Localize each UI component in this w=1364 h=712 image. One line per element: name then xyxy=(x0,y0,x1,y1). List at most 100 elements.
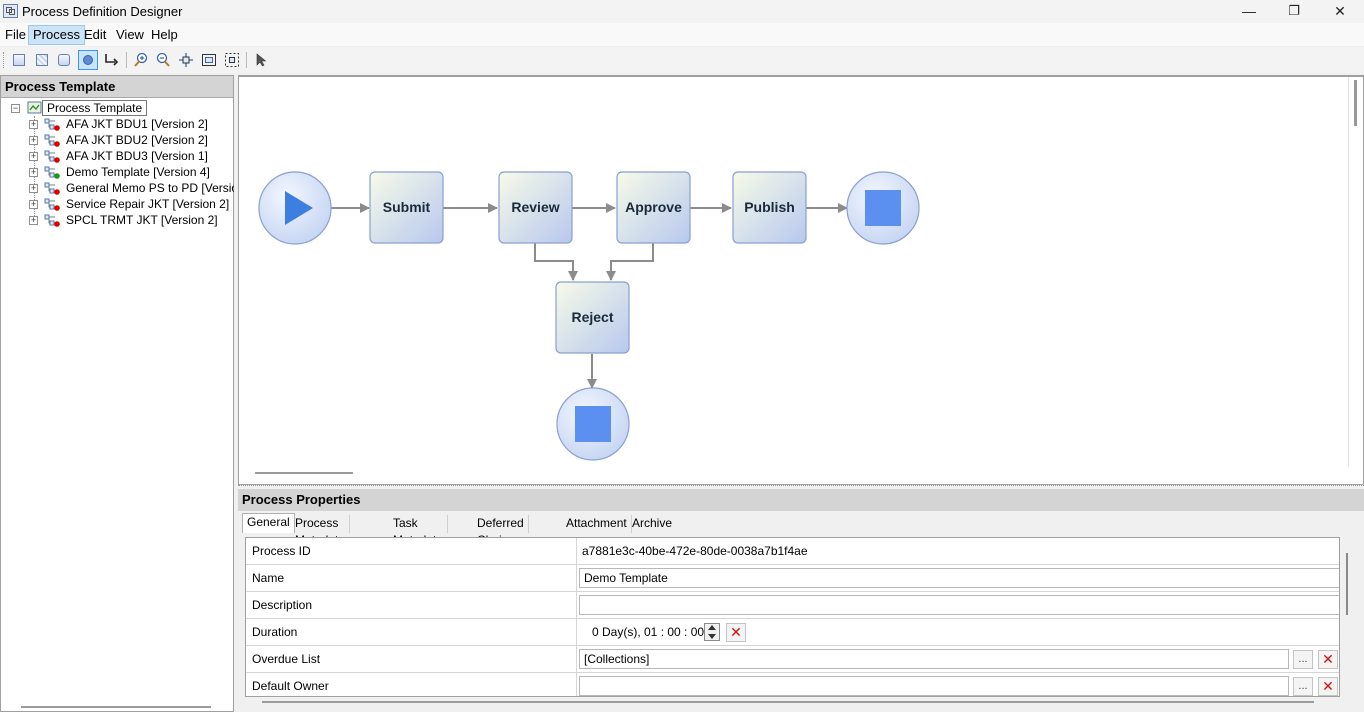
approve-label: Approve xyxy=(625,199,682,215)
description-field[interactable] xyxy=(579,595,1339,615)
tab-general[interactable]: General xyxy=(242,513,295,533)
pointer-icon[interactable] xyxy=(251,50,271,70)
vertical-scrollbar-track xyxy=(1348,77,1349,467)
toolbar-grip xyxy=(3,52,6,68)
property-label: Duration xyxy=(246,619,577,646)
properties-grid: Process ID a7881e3c-40be-472e-80de-0038a… xyxy=(245,537,1340,697)
maximize-button[interactable]: ❐ xyxy=(1288,3,1300,18)
review-label: Review xyxy=(511,199,559,215)
process-id-value: a7881e3c-40be-472e-80de-0038a7b1f4ae xyxy=(582,544,808,558)
name-field[interactable]: Demo Template xyxy=(579,568,1339,588)
tree-item[interactable]: + AFA JKT BDU3 [Version 1] xyxy=(7,148,233,164)
tree-item[interactable]: + SPCL TRMT JKT [Version 2] xyxy=(7,212,233,228)
approve-task[interactable]: Approve xyxy=(616,171,691,244)
vertical-scrollbar[interactable] xyxy=(1346,553,1348,615)
browse-overdue-button[interactable]: ... xyxy=(1293,650,1313,669)
clear-owner-button[interactable]: ✕ xyxy=(1318,677,1338,696)
overdue-list-field[interactable]: [Collections] xyxy=(579,649,1289,669)
zoom-out-icon[interactable] xyxy=(153,50,173,70)
tab-attachment[interactable]: Attachment xyxy=(562,515,632,533)
task-shape-icon[interactable] xyxy=(9,50,29,70)
rounded-shape-icon[interactable] xyxy=(54,50,74,70)
property-row: Process ID a7881e3c-40be-472e-80de-0038a… xyxy=(246,538,1339,565)
clear-icon: ✕ xyxy=(1322,651,1334,667)
tab-task-metadata[interactable]: Task Metadata xyxy=(389,515,449,547)
publish-task[interactable]: Publish xyxy=(732,171,807,244)
duration-spinner[interactable] xyxy=(704,623,720,641)
submit-task[interactable]: Submit xyxy=(369,171,444,244)
tab-process-metadata[interactable]: Process Metadata xyxy=(291,515,351,547)
property-label: Overdue List xyxy=(246,646,577,673)
property-row: Description xyxy=(246,592,1339,619)
flow-arrow xyxy=(534,243,578,281)
submit-label: Submit xyxy=(383,199,431,215)
reject-task[interactable]: Reject xyxy=(555,281,630,354)
fit-to-page-icon[interactable] xyxy=(199,50,219,70)
tree-item[interactable]: + AFA JKT BDU2 [Version 2] xyxy=(7,132,233,148)
tab-deferred-choice[interactable]: Deferred Choice xyxy=(473,515,529,547)
process-red-icon xyxy=(44,117,60,131)
clear-icon: ✕ xyxy=(1322,678,1334,694)
event-shape-icon[interactable] xyxy=(78,50,98,70)
publish-label: Publish xyxy=(744,199,795,215)
process-diagram: Submit Review Approve Publish Reject xyxy=(258,171,920,461)
expand-icon[interactable]: + xyxy=(29,215,38,225)
property-label: Description xyxy=(246,592,577,619)
vertical-scrollbar[interactable] xyxy=(1354,80,1357,126)
horizontal-scrollbar[interactable] xyxy=(21,706,211,708)
process-properties-panel: Process Properties General Process Metad… xyxy=(238,489,1364,712)
toolbar-separator xyxy=(246,52,247,68)
clear-icon: ✕ xyxy=(730,624,742,640)
clear-duration-button[interactable]: ✕ xyxy=(726,623,746,642)
reject-end-event[interactable] xyxy=(556,387,630,461)
zoom-in-icon[interactable] xyxy=(131,50,151,70)
expand-icon[interactable]: + xyxy=(29,199,38,209)
select-area-icon[interactable] xyxy=(222,50,242,70)
clear-overdue-button[interactable]: ✕ xyxy=(1318,650,1338,669)
horizontal-scrollbar[interactable] xyxy=(255,472,353,474)
expand-icon[interactable]: + xyxy=(29,151,38,161)
expand-icon[interactable]: + xyxy=(29,119,38,129)
expand-icon[interactable]: + xyxy=(29,183,38,193)
tree-item-label: AFA JKT BDU1 [Version 2] xyxy=(66,117,208,131)
horizontal-scrollbar[interactable] xyxy=(262,701,1314,703)
tree-item[interactable]: + Service Repair JKT [Version 2] xyxy=(7,196,233,212)
process-red-icon xyxy=(44,213,60,227)
tab-archive[interactable]: Archive xyxy=(632,516,673,530)
pan-icon[interactable] xyxy=(176,50,196,70)
duration-field[interactable]: 0 Day(s), 01 : 00 : 00 xyxy=(592,625,705,639)
vertical-splitter[interactable] xyxy=(234,75,238,712)
tree-item[interactable]: + AFA JKT BDU1 [Version 2] xyxy=(7,116,233,132)
tree-item-label: Demo Template [Version 4] xyxy=(66,165,210,179)
tree-item-label: SPCL TRMT JKT [Version 2] xyxy=(66,213,218,227)
minimize-button[interactable]: — xyxy=(1242,3,1256,19)
menu-process[interactable]: Process xyxy=(28,25,85,45)
end-event[interactable] xyxy=(846,171,920,245)
menu-edit[interactable]: Edit xyxy=(84,27,107,42)
start-event[interactable] xyxy=(258,171,332,245)
expand-icon[interactable]: + xyxy=(29,167,38,177)
default-owner-field[interactable] xyxy=(579,676,1289,696)
menu-view[interactable]: View xyxy=(116,27,144,42)
subprocess-shape-icon[interactable] xyxy=(32,50,52,70)
tree-item[interactable]: + General Memo PS to PD [Version 2 xyxy=(7,180,255,196)
tree-root[interactable]: − Process Template xyxy=(7,100,233,116)
diagram-canvas[interactable]: Submit Review Approve Publish Reject xyxy=(238,75,1364,485)
tree-item[interactable]: + Demo Template [Version 4] xyxy=(7,164,233,180)
tree-item-label: AFA JKT BDU2 [Version 2] xyxy=(66,133,208,147)
process-red-icon xyxy=(44,133,60,147)
browse-owner-button[interactable]: ... xyxy=(1293,677,1313,696)
title-bar: Process Definition Designer — ❐ ✕ xyxy=(0,0,1364,23)
horizontal-splitter[interactable] xyxy=(238,485,1364,488)
collapse-icon[interactable]: − xyxy=(11,103,20,113)
toolbar-separator xyxy=(126,52,127,68)
connector-icon[interactable] xyxy=(101,50,121,70)
expand-icon[interactable]: + xyxy=(29,135,38,145)
reject-label: Reject xyxy=(571,309,613,325)
menu-file[interactable]: File xyxy=(5,27,26,42)
process-red-icon xyxy=(44,197,60,211)
review-task[interactable]: Review xyxy=(498,171,573,244)
tree-root-label: Process Template xyxy=(42,100,148,116)
close-button[interactable]: ✕ xyxy=(1334,3,1346,19)
menu-help[interactable]: Help xyxy=(151,27,178,42)
